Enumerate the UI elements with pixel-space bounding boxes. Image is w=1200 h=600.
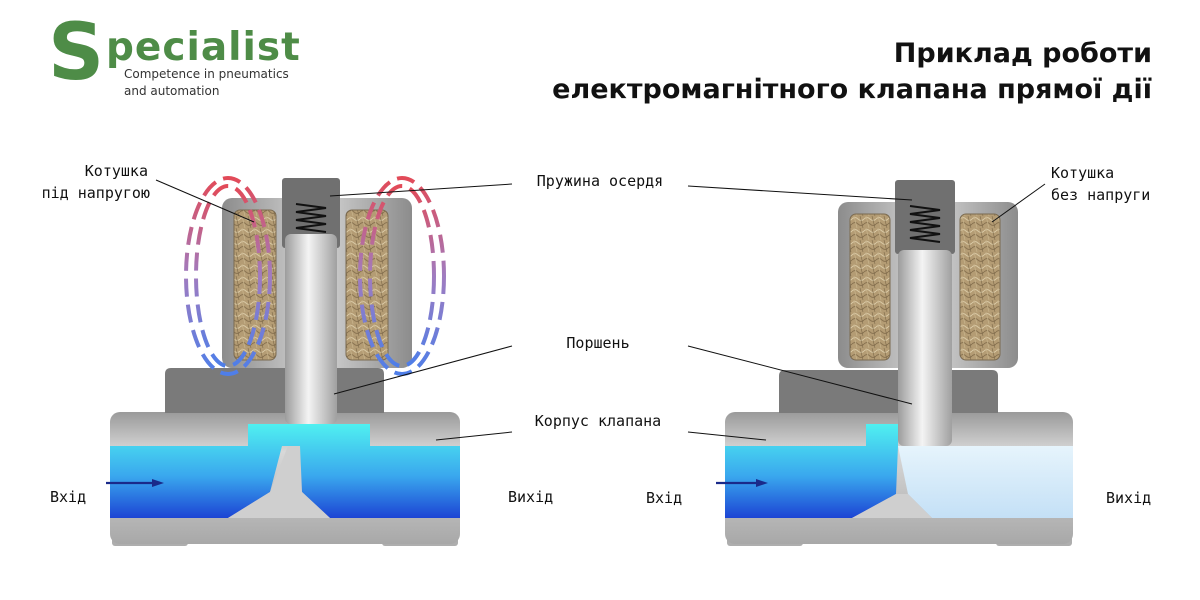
label-inlet-left: Вхід [50, 488, 86, 506]
label-coil-deenergized: Котушка [1051, 164, 1114, 182]
valve-seat [228, 446, 330, 518]
label-body: Корпус клапана [535, 412, 661, 430]
inlet-channel-flow [725, 424, 898, 518]
label-plunger: Поршень [566, 334, 629, 352]
logo: S pecialist Competence in pneumatics and… [48, 14, 348, 108]
logo-tagline-line1: Competence in pneumatics [124, 67, 289, 81]
valve-energized [106, 176, 460, 546]
plunger [898, 250, 952, 446]
title-line1: Приклад роботи [893, 38, 1152, 69]
coil-winding-left [849, 213, 891, 361]
page-title: Приклад роботи електромагнітного клапана… [552, 36, 1152, 108]
logo-tagline-line2: and automation [124, 84, 220, 98]
label-coil-deenergized: без напруги [1051, 186, 1150, 204]
plunger [285, 234, 337, 424]
coil-winding-left [233, 209, 277, 361]
flow-channel [110, 424, 460, 518]
valve-seat [852, 494, 932, 518]
label-outlet-right: Вихід [1106, 489, 1151, 507]
core-spring [295, 203, 327, 233]
label-coil-energized: Котушка [85, 162, 148, 180]
coil-winding-right [345, 209, 389, 361]
logo-word: pecialist [106, 25, 301, 70]
coil-winding-right [959, 213, 1001, 361]
core-spring [909, 205, 941, 243]
bonnet [165, 368, 384, 413]
leader-lines [155, 179, 1046, 441]
outlet-channel-empty [898, 446, 1073, 518]
magnetic-field [184, 176, 446, 376]
label-spring: Пружина осердя [537, 172, 663, 190]
title-line2: електромагнітного клапана прямої дії [552, 74, 1152, 105]
label-coil-energized: під напругою [42, 184, 150, 202]
logo-letter: S [48, 8, 105, 98]
label-inlet-right: Вхід [646, 489, 682, 507]
valve-deenergized [716, 180, 1073, 546]
inlet-arrow-head [756, 479, 768, 487]
label-outlet-left: Вихід [508, 488, 553, 506]
inlet-arrow-head [152, 479, 164, 487]
logo-tagline: Competence in pneumatics and automation [124, 66, 344, 100]
bonnet [779, 370, 998, 413]
